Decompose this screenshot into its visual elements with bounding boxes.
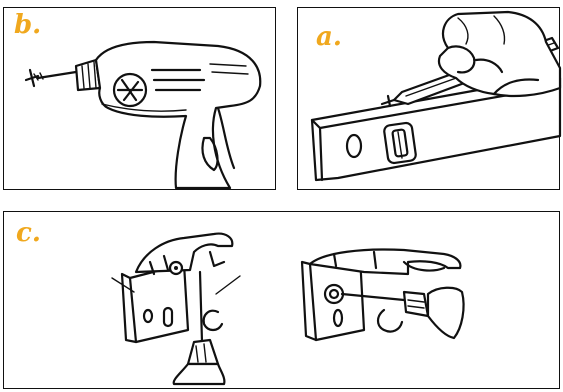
step-label-c: c.	[16, 218, 41, 248]
panel-a-level: a.	[297, 7, 562, 190]
bracket-mounted-icon	[300, 248, 465, 342]
drill-icon	[24, 40, 262, 190]
panel-b-drill: b.	[3, 7, 276, 190]
bracket-with-screwdriver-icon	[111, 232, 241, 386]
level-and-pencil-icon	[310, 10, 562, 182]
step-label-a: a.	[316, 22, 342, 52]
step-label-b: b.	[14, 10, 42, 40]
panel-c-brackets: c.	[3, 211, 560, 389]
